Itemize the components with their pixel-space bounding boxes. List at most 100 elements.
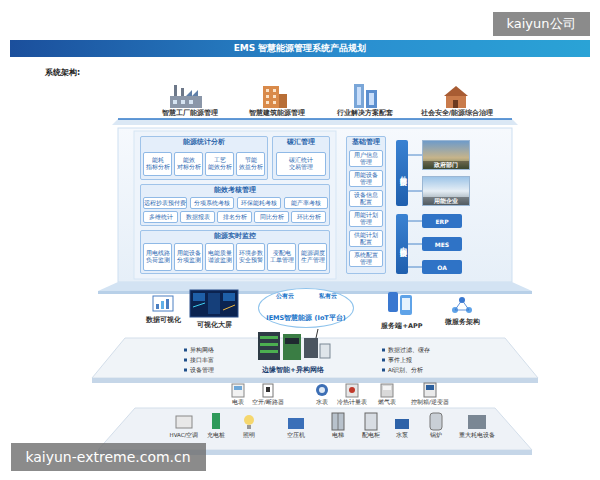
house-icon	[446, 96, 466, 108]
function-box: 数据报表	[180, 211, 215, 223]
bullet-item: 异构网络	[190, 346, 214, 354]
section-heading: 系统架构:	[45, 67, 80, 78]
application-label: 行业解决方案配套	[330, 109, 400, 118]
node-text: 内部接口	[398, 242, 407, 246]
device-icons	[332, 413, 344, 430]
node-text: 数据报表	[181, 214, 214, 221]
connector-line	[408, 267, 422, 268]
factory-icon	[186, 90, 198, 96]
building-icon	[273, 89, 276, 92]
node-text: 外部接口	[398, 171, 407, 175]
application-label: 社会安全/能源综合治理	[417, 109, 497, 118]
gateway-devices	[260, 343, 278, 346]
gateway-devices	[285, 338, 299, 344]
house-icon	[444, 86, 468, 96]
factory-icon	[170, 85, 202, 108]
device-icons	[212, 413, 220, 429]
device-label: 电梯	[323, 432, 353, 439]
data-visual-icon	[161, 301, 164, 309]
cloud-label: 私有云	[313, 292, 343, 301]
big-screen-image	[223, 305, 235, 310]
application-label: 智慧工厂能源管理	[155, 109, 225, 118]
node-text: 环比分析	[292, 214, 325, 221]
node-text: OA	[437, 264, 447, 271]
device-icons	[383, 386, 391, 390]
factory-icon	[174, 85, 177, 96]
function-box: 变配电 工单管理	[267, 243, 296, 271]
device-icons	[232, 384, 244, 397]
device-icons	[288, 418, 304, 429]
device-icons	[430, 413, 442, 430]
function-box: 环境参数 安全预警	[236, 243, 265, 271]
device-label: 控制箱/逆变器	[410, 399, 450, 406]
stakeholder-photo: 用能企业	[422, 176, 470, 206]
function-box: 供能计划 配置	[349, 230, 383, 247]
gateway-devices	[320, 344, 330, 358]
node-text: 能源调度 生产管理	[299, 250, 326, 263]
device-icons	[468, 415, 486, 429]
connector-line	[408, 155, 422, 156]
node-text: 能源统计分析	[141, 138, 267, 146]
big-screen-image	[208, 293, 220, 314]
building-icon	[266, 95, 269, 98]
component-label: 服务端+APP	[377, 322, 427, 331]
function-box: 设备信息 配置	[349, 190, 383, 207]
component-label: 数据可视化	[138, 316, 188, 325]
gateway-devices	[304, 338, 318, 358]
node-text: IEMS智慧能源 (IoT平台)	[266, 314, 346, 322]
device-label: 配电柜	[356, 432, 386, 439]
module-group: 基础管理用户信息 管理用能设备 管理设备信息 配置用能计划 管理供能计划 配置系…	[346, 136, 386, 274]
function-box: 系统配置 管理	[349, 250, 383, 267]
function-box: 排名分析	[217, 211, 252, 223]
platform-panel	[98, 128, 532, 294]
device-icons	[176, 383, 486, 430]
building-icon	[273, 101, 276, 104]
function-box: 用能设备 分项监测	[174, 243, 203, 271]
gateway-devices	[260, 336, 278, 339]
node-text: 用电线路 负荷监测	[144, 250, 171, 263]
node-text: 用户信息 管理	[350, 152, 382, 165]
system-box: OA	[422, 260, 462, 274]
watermark: kaiyun-extreme.com.cn	[11, 443, 206, 471]
big-screen-image	[190, 290, 238, 317]
node-text: 工艺 能效分析	[206, 157, 233, 170]
microservice-icon	[455, 300, 462, 310]
device-icons	[395, 419, 409, 429]
phone-icons	[388, 292, 412, 315]
node-text: 用能设备 分项监测	[175, 250, 202, 263]
stakeholder-photo: 政府部门	[422, 140, 470, 170]
house-icon	[453, 100, 458, 108]
function-box: 分项系统考核	[190, 197, 234, 209]
node-text: 环保能耗考核	[238, 200, 280, 207]
building-icon	[266, 101, 269, 104]
bullet-square	[382, 349, 385, 352]
function-box: 能产率考核	[284, 197, 328, 209]
device-icons	[319, 387, 325, 393]
function-box: 远程抄表预付费	[143, 197, 187, 209]
function-box: 工艺 能效分析	[205, 152, 234, 176]
node-text: 能效 对标分析	[175, 157, 202, 170]
device-icons	[424, 383, 436, 397]
module-group: 能源实时监控用电线路 负荷监测用能设备 分项监测电能质量 谐波监测环境参数 安全…	[140, 230, 330, 274]
device-icons	[234, 386, 242, 390]
big-screen-image	[190, 290, 238, 317]
device-label: 照明	[234, 432, 264, 439]
house-icon	[444, 86, 468, 108]
data-visual-icon	[156, 304, 159, 309]
phone-icons	[400, 295, 412, 315]
node-text: 用能企业	[423, 197, 469, 205]
system-box: ERP	[422, 214, 462, 228]
iot-cloud: IEMS智慧能源 (IoT平台)	[258, 288, 354, 328]
edge-layer-slab	[92, 378, 538, 383]
node-text: 电能质量 谐波监测	[206, 250, 233, 263]
node-text: 变配电 工单管理	[268, 250, 295, 263]
device-label: HVAC/空调	[166, 432, 202, 439]
device-icons	[316, 384, 328, 396]
application-layer-slab	[112, 119, 518, 125]
function-box: 同比分析	[254, 211, 289, 223]
function-box: 电能质量 谐波监测	[205, 243, 234, 271]
bullet-item: 数据过滤、缓存	[388, 346, 430, 354]
function-box: 多维统计	[143, 211, 178, 223]
